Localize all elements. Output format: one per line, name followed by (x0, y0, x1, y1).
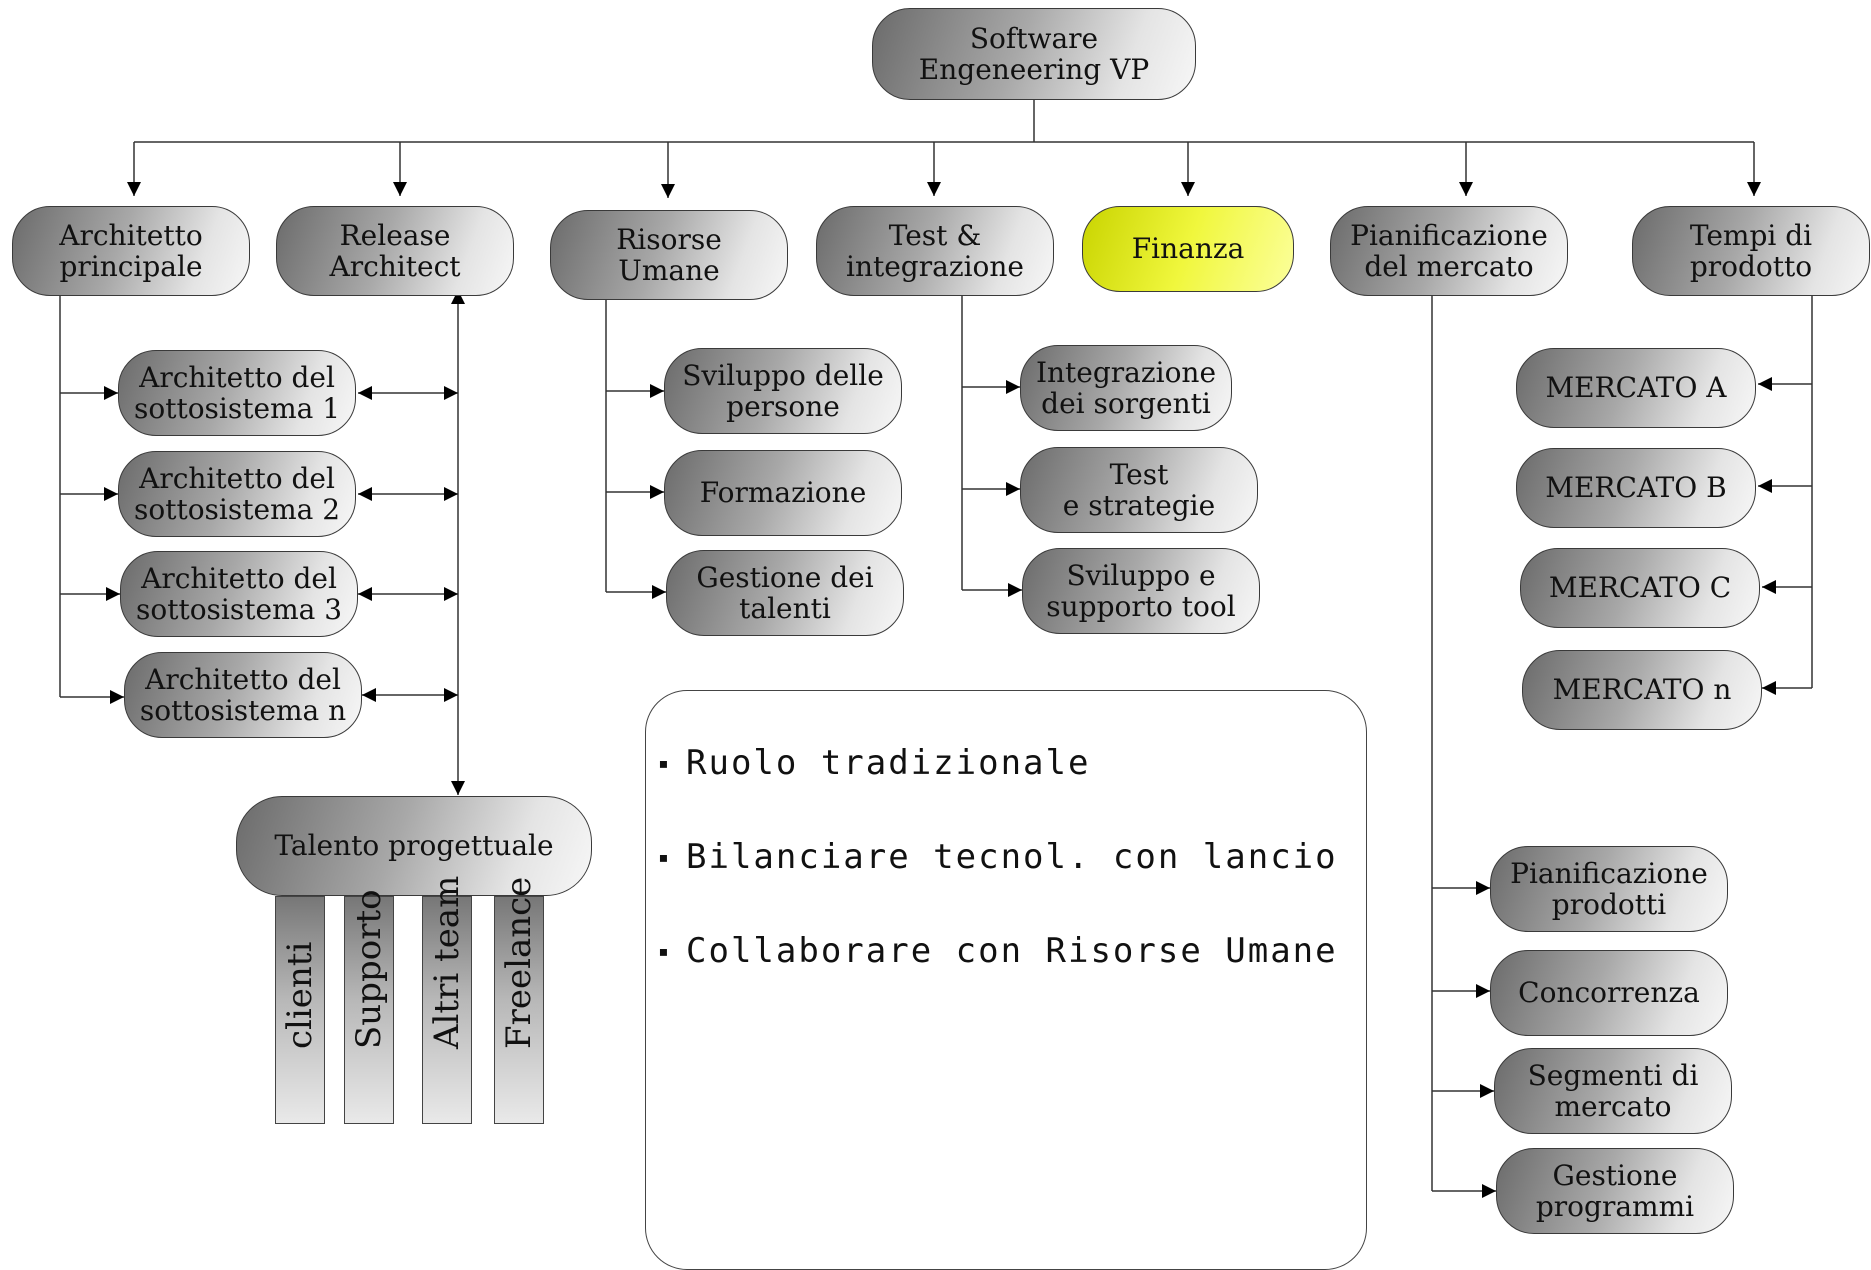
dept-label: Test & integrazione (846, 218, 1024, 283)
dept-label: Architetto principale (59, 218, 203, 283)
source-label: Altri team (427, 875, 467, 1049)
node-label: Architetto del sottosistema n (139, 662, 347, 727)
subsystem-architect-n: Architetto del sottosistema n (124, 652, 362, 738)
plan-gestione-programmi: Gestione programmi (1496, 1148, 1734, 1234)
node-label: Gestione programmi (1535, 1158, 1695, 1223)
dept-tempi-prodotto: Tempi di prodotto (1632, 206, 1870, 296)
dept-label: Release Architect (329, 218, 461, 283)
node-label: Formazione (699, 476, 867, 510)
note-ruolo-tradizionale: Ruolo tradizionale (658, 743, 1090, 783)
test-strategie: Test e strategie (1020, 447, 1258, 533)
dept-risorse-umane: Risorse Umane (550, 210, 788, 300)
node-label: Architetto del sottosistema 2 (133, 461, 341, 526)
hr-sviluppo-persone: Sviluppo delle persone (664, 348, 902, 434)
mercato-b: MERCATO B (1516, 448, 1756, 528)
talent-source-supporto: Supporto (344, 889, 394, 1124)
plan-segmenti-mercato: Segmenti di mercato (1494, 1048, 1732, 1134)
dept-pianificazione-mercato: Pianificazione del mercato (1330, 206, 1568, 296)
dept-finanza: Finanza (1082, 206, 1294, 292)
talent-label: Talento progettuale (274, 829, 554, 863)
node-label: Gestione dei talenti (696, 560, 874, 625)
dept-label: Tempi di prodotto (1689, 218, 1813, 283)
hr-formazione: Formazione (664, 450, 902, 536)
hr-gestione-talenti: Gestione dei talenti (666, 550, 904, 636)
root-label: Software Engeneering VP (918, 21, 1150, 86)
talent-source-freelance: Freelance (494, 877, 544, 1124)
source-label: Supporto (349, 889, 389, 1049)
node-label: Architetto del sottosistema 1 (133, 360, 341, 425)
source-label: Freelance (499, 876, 539, 1049)
node-label: Test e strategie (1062, 457, 1216, 522)
source-label: clienti (280, 941, 320, 1049)
subsystem-architect-1: Architetto del sottosistema 1 (118, 350, 356, 436)
talent-source-clienti: clienti (275, 896, 325, 1124)
note-collaborare-risorse-umane: Collaborare con Risorse Umane (658, 931, 1338, 971)
node-label: Sviluppo e supporto tool (1046, 558, 1236, 623)
subsystem-architect-2: Architetto del sottosistema 2 (118, 451, 356, 537)
subsystem-architect-3: Architetto del sottosistema 3 (120, 551, 358, 637)
node-label: MERCATO A (1545, 371, 1727, 405)
node-label: Integrazione dei sorgenti (1035, 355, 1217, 420)
test-integrazione-sorgenti: Integrazione dei sorgenti (1020, 345, 1232, 431)
note-bilanciare-tecnologia: Bilanciare tecnol. con lancio (658, 837, 1338, 877)
notes-panel: Ruolo tradizionale Bilanciare tecnol. co… (645, 690, 1367, 1270)
node-label: Segmenti di mercato (1527, 1058, 1699, 1123)
node-label: Concorrenza (1518, 976, 1700, 1010)
mercato-c: MERCATO C (1520, 548, 1760, 628)
node-label: MERCATO B (1545, 471, 1727, 505)
node-label: Architetto del sottosistema 3 (135, 561, 343, 626)
dept-architetto-principale: Architetto principale (12, 206, 250, 296)
dept-label: Risorse Umane (616, 222, 722, 287)
talent-source-altri-team: Altri team (422, 876, 472, 1124)
dept-label: Finanza (1131, 232, 1245, 266)
mercato-n: MERCATO n (1522, 650, 1762, 730)
mercato-a: MERCATO A (1516, 348, 1756, 428)
dept-test-integrazione: Test & integrazione (816, 206, 1054, 296)
test-sviluppo-supporto-tool: Sviluppo e supporto tool (1022, 548, 1260, 634)
plan-pianificazione-prodotti: Pianificazione prodotti (1490, 846, 1728, 932)
plan-concorrenza: Concorrenza (1490, 950, 1728, 1036)
node-label: Pianificazione prodotti (1510, 856, 1708, 921)
talento-progettuale: Talento progettuale (236, 796, 592, 896)
root-software-engineering-vp: Software Engeneering VP (872, 8, 1196, 100)
node-label: MERCATO C (1548, 571, 1732, 605)
dept-release-architect: Release Architect (276, 206, 514, 296)
node-label: MERCATO n (1552, 673, 1732, 707)
dept-label: Pianificazione del mercato (1350, 218, 1548, 283)
node-label: Sviluppo delle persone (682, 358, 884, 423)
